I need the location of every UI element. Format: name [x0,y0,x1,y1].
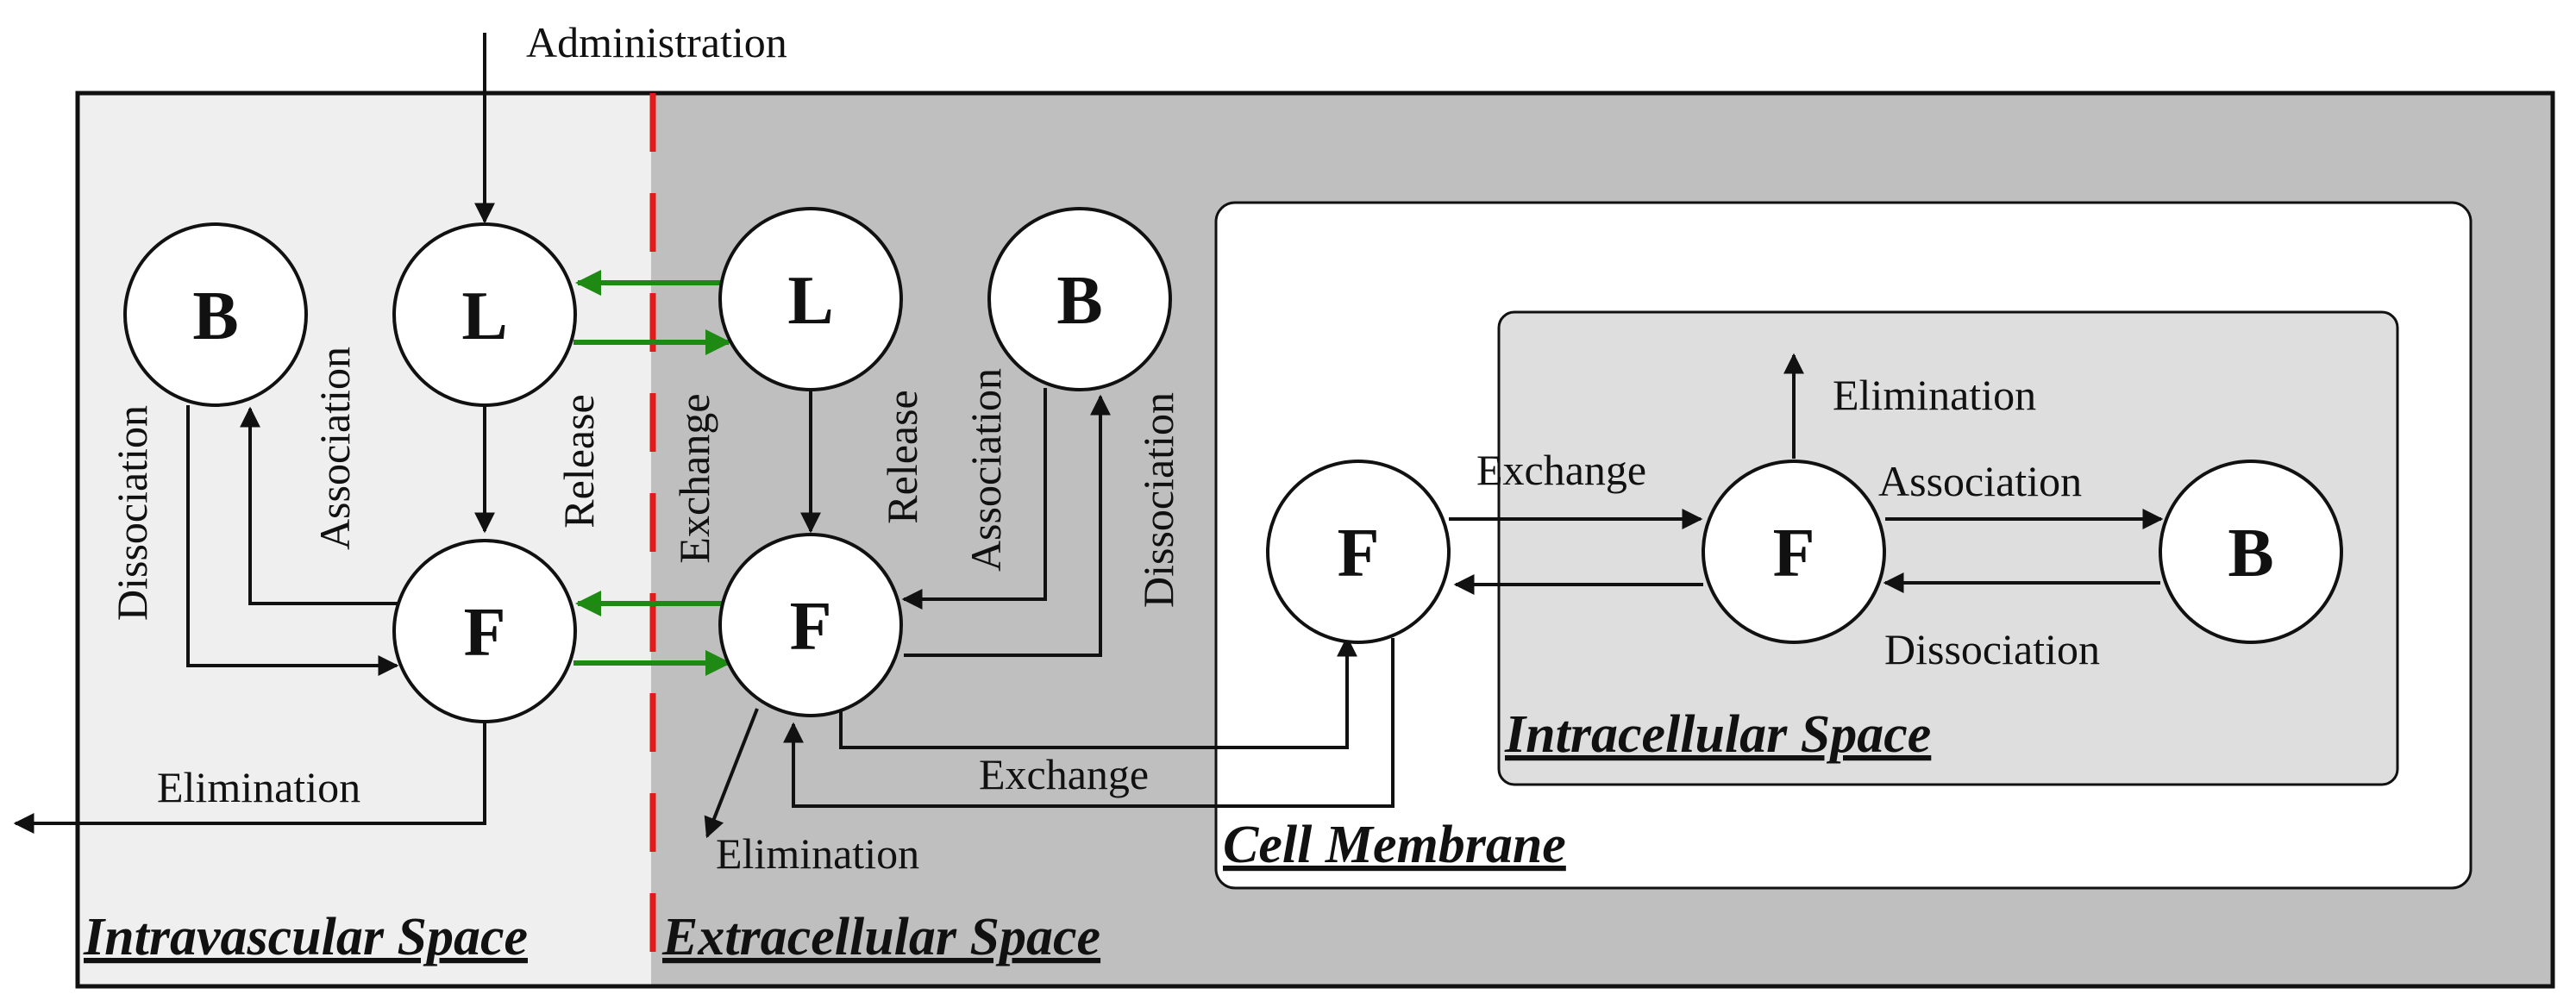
intravascular-elimination-label: Elimination [157,763,360,811]
exchange-from-cell-arrow [783,638,1395,808]
intravascular-association-arrow [240,406,398,605]
intracellular-association-label: Association [1878,457,2082,505]
intravascular-dissociation-arrow [186,405,399,676]
extracellular-elimination-label: Elimination [716,829,919,878]
intravascular-bound-node: B [123,222,308,407]
intracellular-dissociation-label: Dissociation [1884,625,2100,673]
outer-border [75,91,2555,989]
intracellular-space-title: Intracellular Space [1504,705,1931,764]
extracellular-bound-node: B [987,207,1172,391]
intracellular-free-node: F [1702,460,1886,644]
extracellular-association-arrow [901,388,1047,610]
intravascular-space-title: Intravascular Space [83,908,528,966]
vascular-exchange-label: Exchange [670,393,718,563]
extracellular-liposome-node: L [718,207,903,391]
extracellular-free-node-label: F [790,589,832,665]
intravascular-space-region [78,93,651,986]
extracellular-space-title: Extracellular Space [661,908,1100,966]
intravascular-liposome-node-label: L [461,278,507,354]
extracellular-dissociation-label: Dissociation [1134,392,1182,608]
intravascular-bound-node-label: B [192,278,238,354]
cell-membrane-title: Cell Membrane [1223,816,1566,874]
extracellular-association-label: Association [962,368,1010,572]
exchange-to-cell-arrow [839,635,1357,749]
intravascular-association-label: Association [310,347,359,550]
intravascular-dissociation-label: Dissociation [108,405,156,621]
extracellular-free-node: F [718,533,903,717]
extracellular-exchange-label: Exchange [979,750,1149,798]
extracellular-dissociation-arrow [904,394,1111,657]
intravascular-liposome-node: L [392,222,577,407]
extracellular-release-label: Release [878,390,926,523]
intracellular-space-region [1497,310,2399,786]
extracellular-liposome-node-label: L [787,263,833,339]
administration-label: Administration [526,18,787,66]
membrane-free-node-label: F [1338,516,1380,591]
membrane-free-node: F [1266,460,1451,644]
extracellular-bound-node-label: B [1056,263,1102,339]
intracellular-bound-node: B [2159,460,2343,644]
intravascular-release-label: Release [555,394,603,528]
intracellular-free-node-label: F [1773,516,1815,591]
intracellular-bound-node-label: B [2228,516,2273,591]
intravascular-free-node-label: F [464,595,506,671]
intravascular-elimination-arrow [13,721,486,834]
intravascular-free-node: F [392,539,577,723]
membrane-exchange-label: Exchange [1476,446,1646,494]
intracellular-elimination-label: Elimination [1833,371,2036,419]
extracellular-elimination-arrow [704,708,759,839]
